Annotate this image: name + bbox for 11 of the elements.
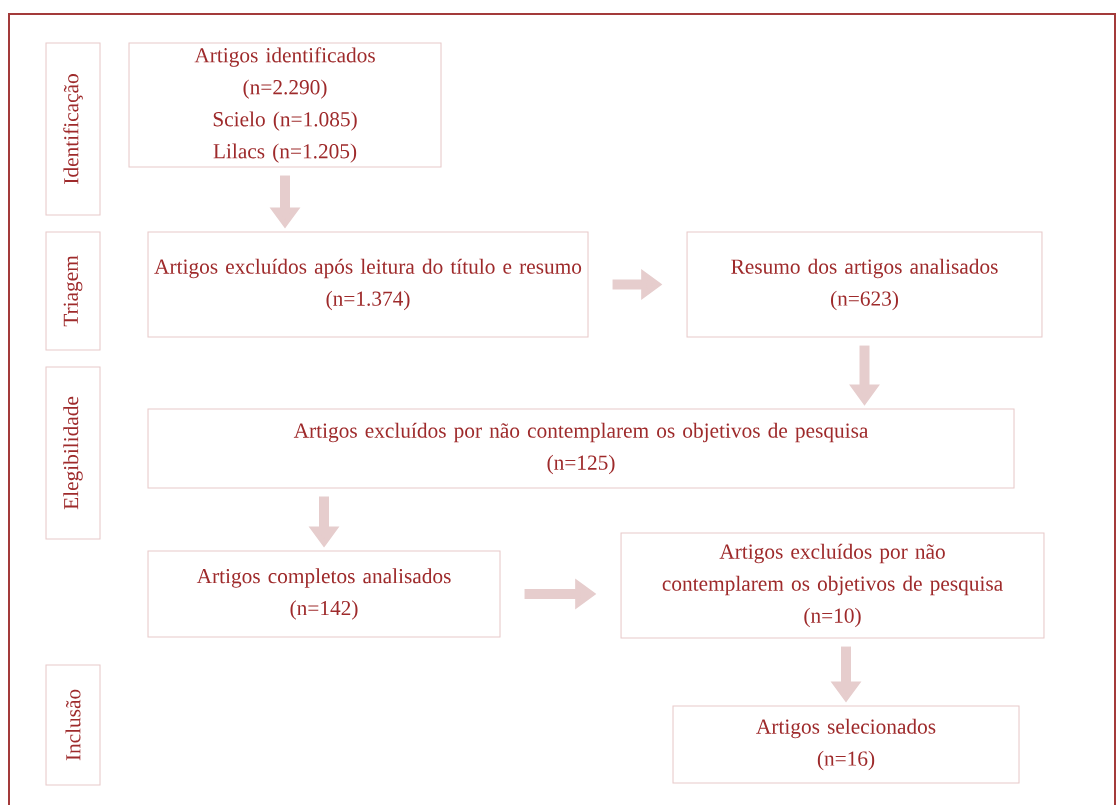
stage-label-box: Elegibilidade <box>45 366 101 540</box>
process-box: Artigos identificados (n=2.290) Scielo (n=1.085) Lilacs (n=1.205) <box>128 42 442 168</box>
stage-label-box: Triagem <box>45 231 101 351</box>
process-box: Artigos excluídos por não contemplarem os objetivos de pesquisa (n=125) <box>147 408 1015 489</box>
stage-label-box: Identificação <box>45 42 101 216</box>
stage-label-box: Inclusão <box>45 664 101 786</box>
process-box: Artigos selecionados (n=16) <box>672 705 1020 784</box>
process-box: Artigos excluídos por não contemplarem os objetivos de pesquisa (n=10) <box>620 532 1045 639</box>
process-box: Resumo dos artigos analisados (n=623) <box>686 231 1043 338</box>
process-box: Artigos completos analisados (n=142) <box>147 550 501 638</box>
process-box: Artigos excluídos após leitura do título e resumo (n=1.374) <box>147 231 589 338</box>
